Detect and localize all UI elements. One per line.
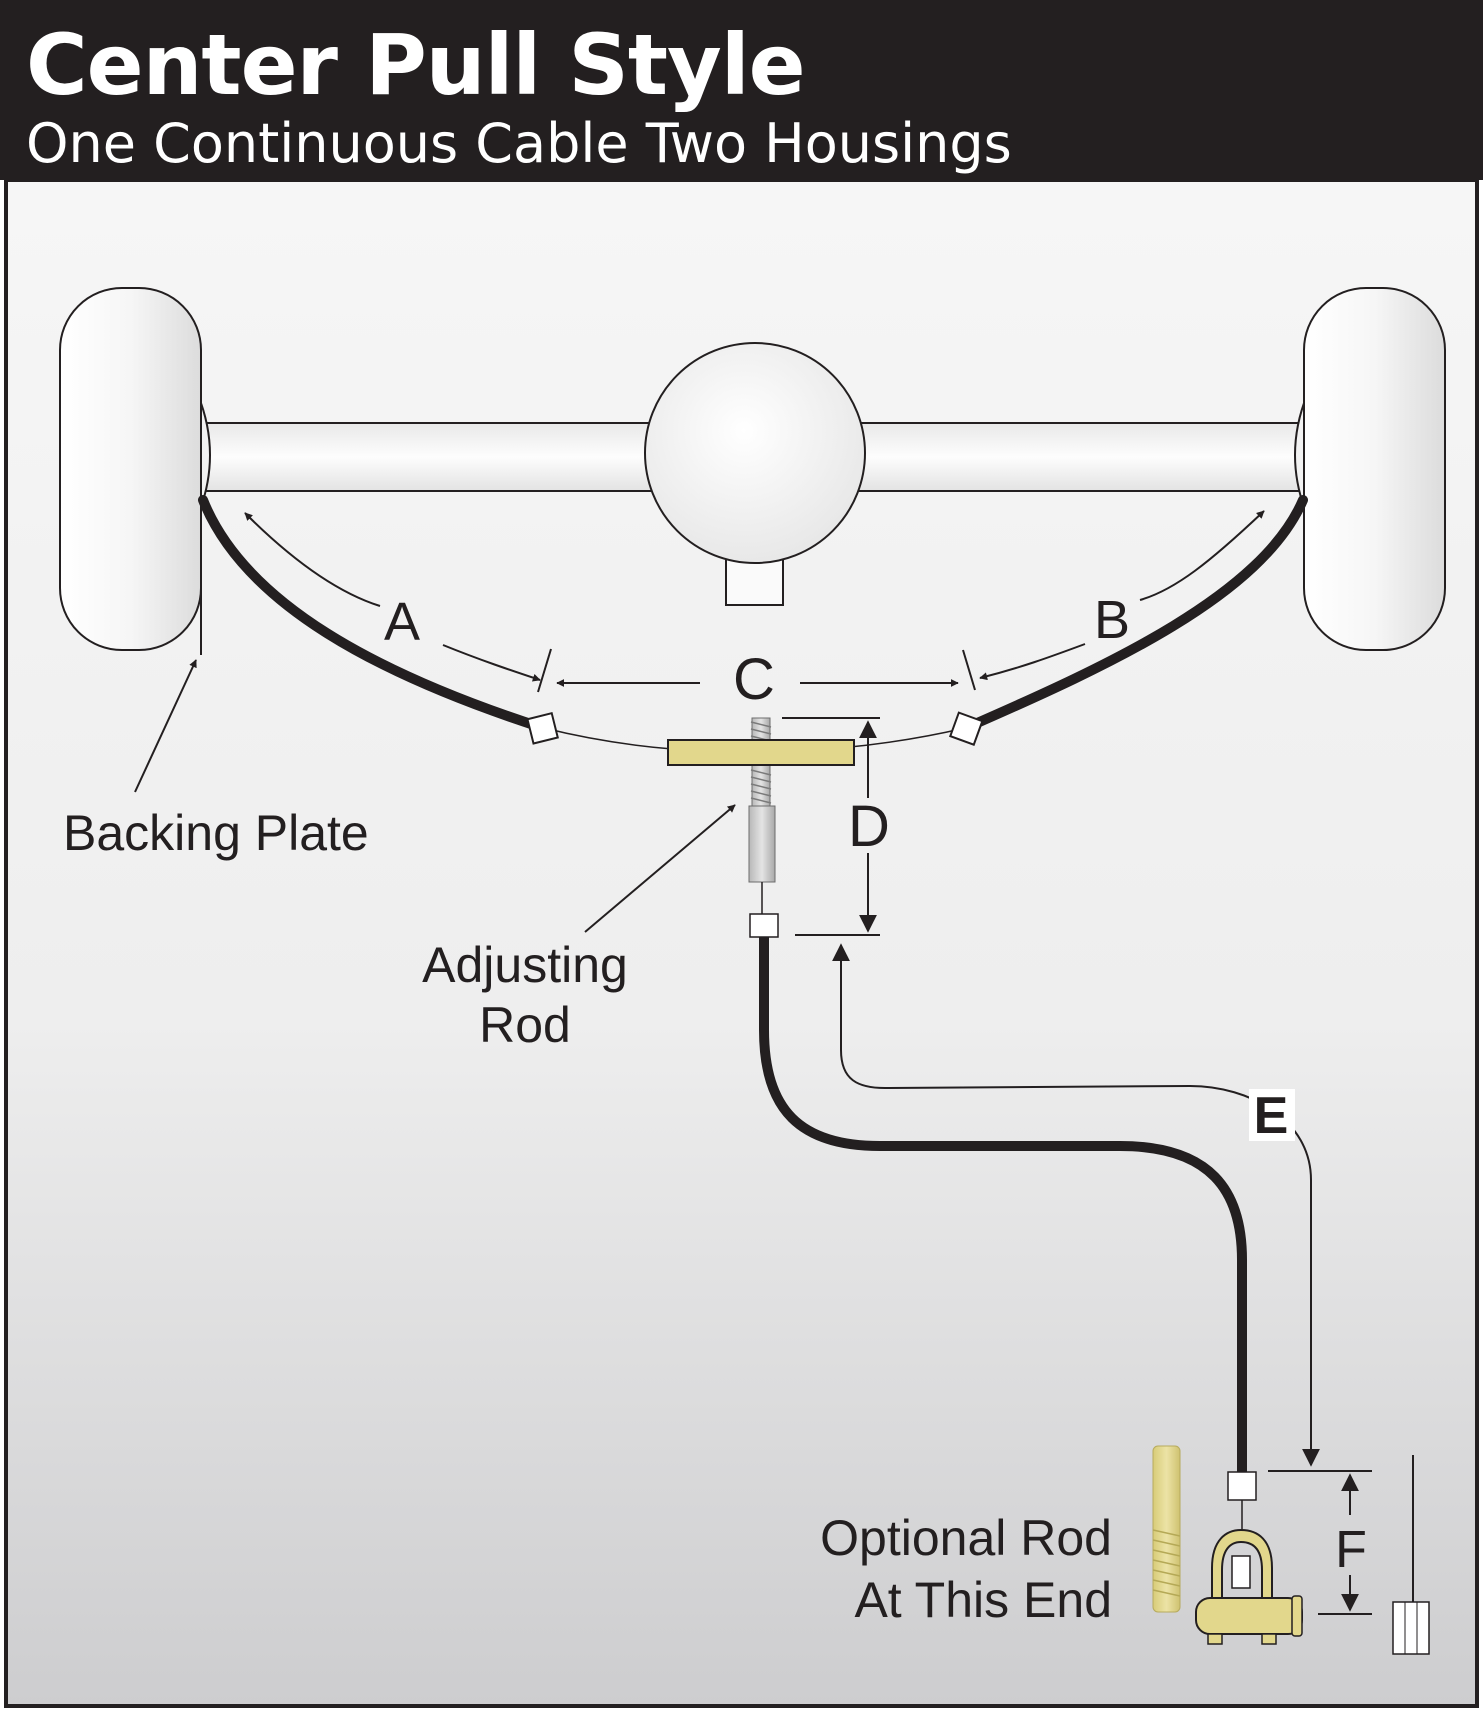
adjusting-rod-label-line2: Rod [479, 997, 571, 1053]
label-f: F [1335, 1521, 1367, 1579]
a-arrow-upper [244, 512, 381, 607]
optional-rod-label-line1: Optional Rod [820, 1510, 1112, 1566]
lower-ferrule [749, 913, 779, 938]
label-c: C [733, 647, 775, 712]
differential-icon [644, 342, 866, 606]
a-tick [537, 648, 552, 693]
left-cable-housing [198, 495, 545, 732]
adjusting-rod-pointer [584, 804, 736, 933]
left-wheel-icon [59, 287, 202, 651]
right-ferrule [948, 711, 984, 746]
clevis-icon [1195, 1528, 1303, 1645]
lever-bracket-icon [1392, 1455, 1430, 1655]
header-bar: Center Pull Style One Continuous Cable T… [0, 0, 1483, 180]
b-tick [962, 649, 976, 691]
right-wheel-icon [1303, 287, 1446, 651]
optional-rod-label-line2: At This End [854, 1572, 1112, 1628]
equalizer-bar [667, 739, 855, 766]
label-a: A [384, 592, 420, 652]
b-arrow-upper [1139, 510, 1265, 601]
optional-rod-icon [1152, 1445, 1181, 1613]
page-title: Center Pull Style [26, 16, 806, 114]
left-ferrule [526, 711, 559, 745]
e-dimension-line [832, 943, 1320, 1467]
page-subtitle: One Continuous Cable Two Housings [26, 112, 1012, 175]
rear-ferrule [1227, 1471, 1257, 1501]
label-b: B [1094, 590, 1130, 650]
e-label-box [1249, 1089, 1295, 1141]
adjusting-rod-label-line1: Adjusting [422, 937, 628, 993]
label-d: D [848, 794, 890, 859]
a-arrow-lower [442, 644, 541, 682]
backing-plate-label: Backing Plate [63, 805, 369, 861]
right-cable-housing [963, 495, 1308, 732]
label-e: E [1254, 1087, 1289, 1145]
b-arrow-lower [979, 643, 1086, 681]
backing-plate-pointer [134, 659, 197, 793]
